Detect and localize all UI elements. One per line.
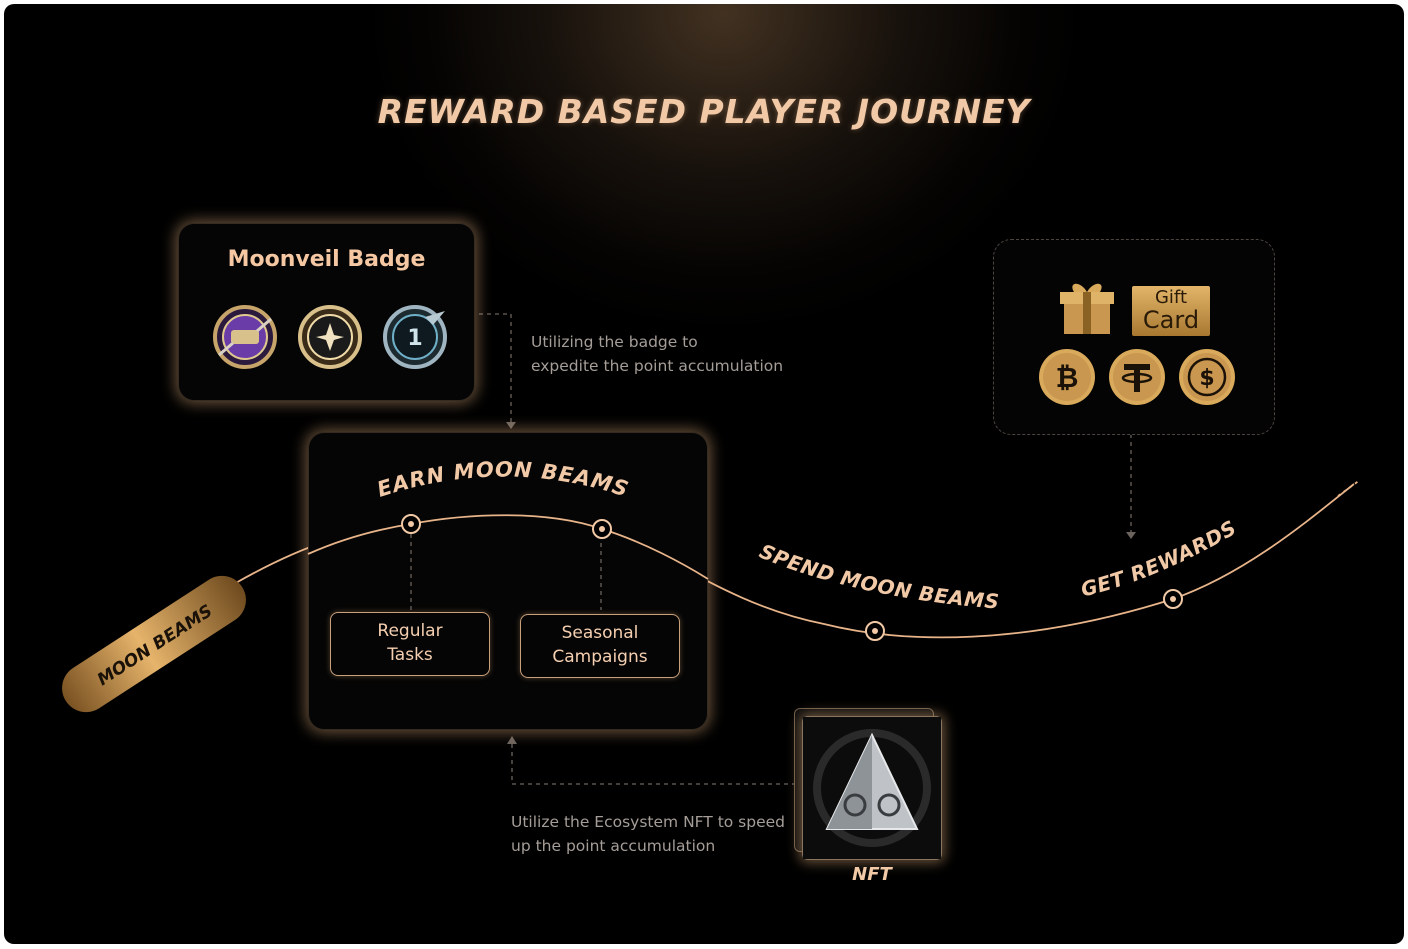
labels-layer: EARN MOON BEAMS SPEND MOON BEAMS	[62, 457, 1240, 713]
get-rewards-label: GET REWARDS	[1078, 515, 1240, 601]
earn-title: EARN MOON BEAMS	[374, 457, 632, 501]
silver-badge-icon: 1	[383, 305, 447, 369]
diagram-canvas: REWARD BASED PLAYER JOURNEY Moonveil Bad…	[4, 4, 1404, 944]
nft-connector	[511, 742, 796, 785]
nft-connector-arrow	[507, 736, 517, 744]
nft-note: Utilize the Ecosystem NFT to speed up th…	[511, 810, 785, 858]
gift-card-icon: Gift Card	[1132, 286, 1210, 336]
gift-box-icon	[1060, 283, 1114, 334]
spend-label: SPEND MOON BEAMS	[756, 539, 1000, 614]
gold-badge-icon	[298, 305, 362, 369]
earn-moon-beams-card: Regular Tasks Seasonal Campaigns	[308, 432, 708, 730]
badge-note-line-2: expedite the point accumulation	[531, 357, 784, 375]
badge-connector-arrow	[506, 422, 516, 429]
node-seasonal	[592, 519, 612, 539]
moonveil-badge-card: Moonveil Badge 1	[178, 223, 475, 401]
badge-note: Utilizing the badge to expedite the poin…	[531, 330, 783, 378]
svg-text:1: 1	[407, 326, 422, 351]
page-title: REWARD BASED PLAYER JOURNEY	[377, 92, 1031, 131]
reward-connector-arrow	[1126, 532, 1136, 539]
badge-note-line-1: Utilizing the badge to	[531, 333, 698, 351]
seasonal-campaigns-box: Seasonal Campaigns	[520, 614, 680, 678]
journey-curve-over-card	[307, 514, 709, 580]
moon-beams-pill: MOON BEAMS	[62, 575, 246, 713]
rewards-card: Gift Card ₿ $	[993, 239, 1275, 435]
journey-curve-continuation	[1337, 479, 1361, 497]
svg-text:$: $	[1199, 366, 1214, 391]
nft-note-line-1: Utilize the Ecosystem NFT to speed	[511, 813, 786, 831]
node-regular	[401, 514, 421, 534]
badge-connector	[479, 313, 512, 426]
regular-tasks-box: Regular Tasks	[330, 612, 490, 676]
nft-card	[802, 716, 942, 860]
badge-card-title: Moonveil Badge	[227, 247, 426, 272]
usdc-icon: $	[1179, 349, 1235, 405]
nft-label: NFT	[852, 864, 892, 885]
tether-icon	[1109, 349, 1165, 405]
gift-card-line-1: Gift	[1154, 287, 1188, 308]
bitcoin-icon: ₿	[1039, 349, 1095, 405]
nft-pyramid-icon	[803, 717, 941, 859]
node-get-rewards	[1163, 589, 1183, 609]
svg-text:₿: ₿	[1056, 361, 1079, 394]
purple-badge-icon	[213, 305, 277, 369]
node-spend	[865, 621, 885, 641]
gift-card-line-2: Card	[1142, 306, 1200, 334]
nft-note-line-2: up the point accumulation	[511, 837, 716, 855]
